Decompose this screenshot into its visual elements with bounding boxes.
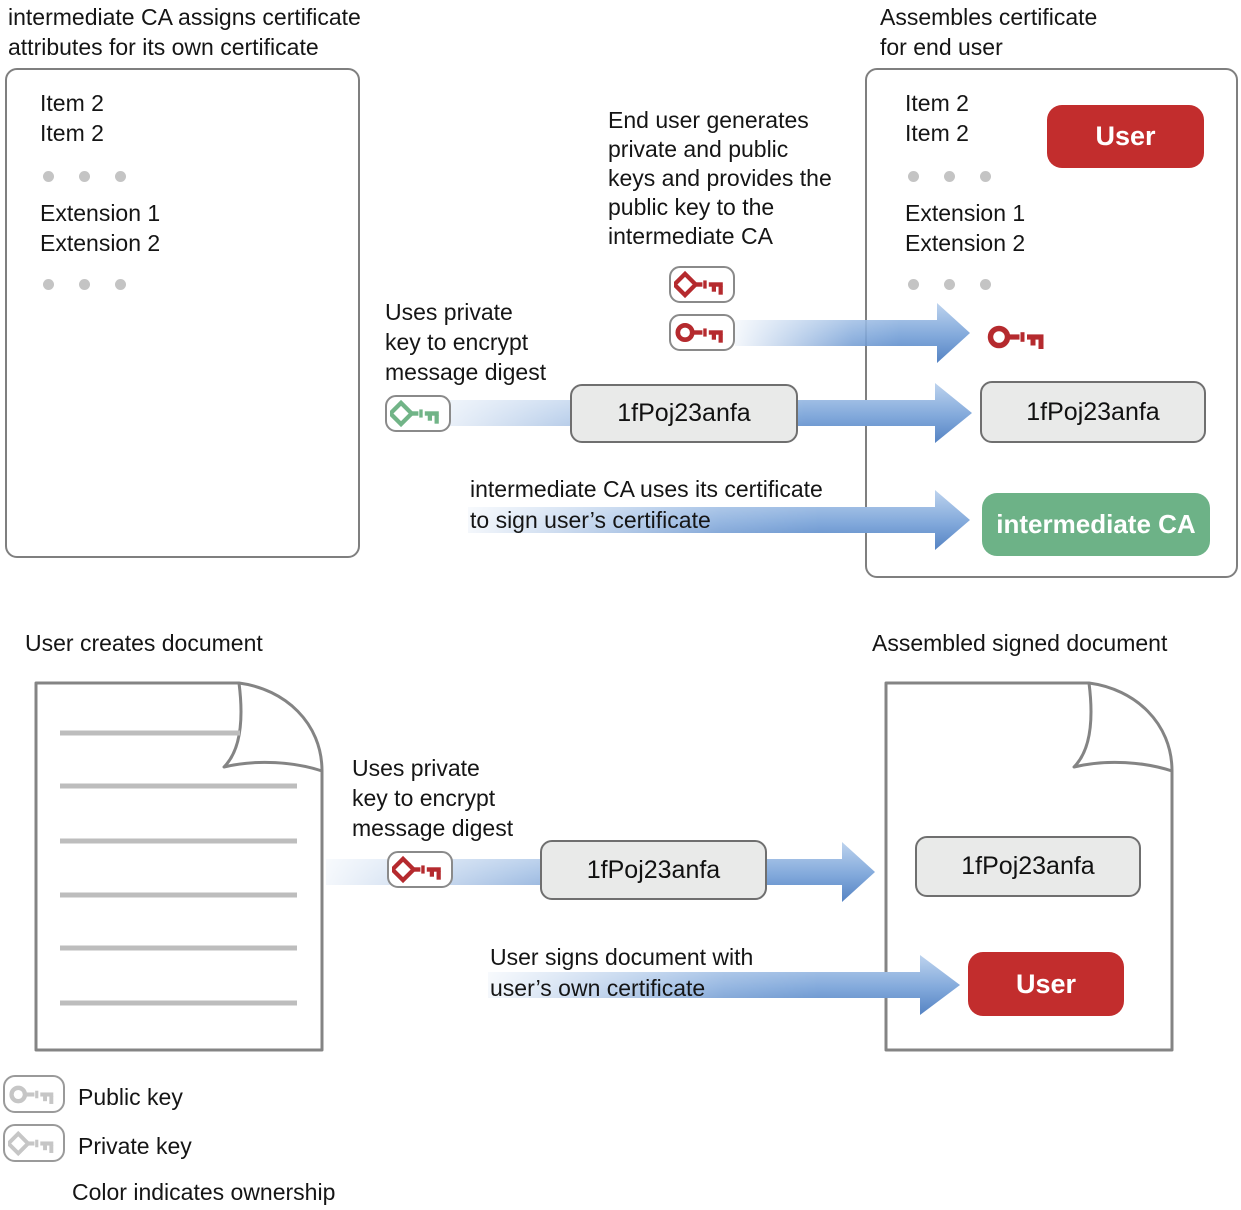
private-key-icon-box bbox=[669, 266, 735, 303]
legend-public-key-icon-box bbox=[3, 1075, 65, 1113]
uses-private-key-note: Uses private key to encrypt message dige… bbox=[385, 297, 546, 387]
private-key-icon bbox=[392, 855, 441, 884]
note-line: key to encrypt bbox=[385, 329, 529, 355]
item-row: Item 2 bbox=[905, 120, 969, 146]
extension-row: Extension 2 bbox=[40, 230, 161, 256]
note-line: keys and provides the bbox=[608, 165, 832, 191]
note-line: public key to the bbox=[608, 194, 775, 220]
intermediate-ca-badge-label: intermediate CA bbox=[996, 509, 1196, 539]
digest-value: 1fPoj23anfa bbox=[586, 855, 721, 884]
top-right-caption: Assembles certificate for end user bbox=[880, 2, 1097, 62]
message-digest-box: 1fPoj23anfa bbox=[570, 384, 798, 443]
digest-value: 1fPoj23anfa bbox=[961, 852, 1095, 880]
user-creates-document-caption: User creates document bbox=[25, 630, 263, 656]
dot bbox=[980, 279, 991, 290]
dot bbox=[79, 279, 90, 290]
ca-signs-certificate-note: intermediate CA uses its certificate to … bbox=[470, 474, 823, 536]
note-line: key to encrypt bbox=[352, 785, 496, 811]
dot bbox=[43, 279, 54, 290]
ellipsis-dots bbox=[43, 171, 126, 182]
intermediate-ca-certificate-panel: Item 2 Item 2 Extension 1 Extension 2 bbox=[5, 68, 360, 558]
dot bbox=[115, 171, 126, 182]
ellipsis-dots bbox=[43, 279, 126, 290]
legend-color-note: Color indicates ownership bbox=[72, 1179, 336, 1205]
public-key-arrow bbox=[735, 303, 970, 363]
ellipsis-dots bbox=[908, 279, 991, 290]
certificate-extensions: Extension 1 Extension 2 bbox=[905, 198, 1025, 258]
note-line: intermediate CA bbox=[608, 223, 773, 249]
note-line: user’s own certificate bbox=[490, 975, 706, 1001]
user-signs-document-note: User signs document with user’s own cert… bbox=[490, 942, 753, 1004]
dot bbox=[908, 279, 919, 290]
user-private-key-icon-box bbox=[387, 851, 453, 888]
dot bbox=[79, 171, 90, 182]
dot bbox=[43, 171, 54, 182]
private-key-icon bbox=[390, 399, 439, 428]
user-badge: User bbox=[968, 952, 1124, 1016]
user-signature-arrow bbox=[488, 955, 960, 1015]
note-line: private and public bbox=[608, 136, 789, 162]
uses-private-key-note: Uses private key to encrypt message dige… bbox=[352, 753, 513, 843]
item-row: Item 2 bbox=[40, 90, 104, 116]
note-line: to sign user’s certificate bbox=[470, 507, 711, 533]
message-digest-box: 1fPoj23anfa bbox=[980, 381, 1206, 443]
user-badge: User bbox=[1047, 105, 1204, 168]
caption-line: Assembles certificate bbox=[880, 4, 1098, 30]
private-key-icon bbox=[674, 270, 723, 299]
caption-line: intermediate CA assigns certificate bbox=[8, 4, 361, 30]
ca-signature-arrow bbox=[468, 490, 970, 550]
item-row: Item 2 bbox=[905, 90, 969, 116]
item-row: Item 2 bbox=[40, 120, 104, 146]
legend-public-key-label: Public key bbox=[78, 1084, 183, 1110]
user-badge-label: User bbox=[1095, 121, 1156, 151]
public-key-icon bbox=[675, 322, 723, 343]
note-line: message digest bbox=[385, 359, 547, 385]
ca-private-key-icon-box bbox=[385, 395, 451, 432]
dot bbox=[944, 171, 955, 182]
extension-row: Extension 1 bbox=[905, 200, 1026, 226]
top-left-caption: intermediate CA assigns certificate attr… bbox=[8, 2, 361, 62]
private-key-icon bbox=[8, 1130, 54, 1156]
note-line: intermediate CA uses its certificate bbox=[470, 476, 823, 502]
user-badge-label: User bbox=[1015, 968, 1077, 999]
note-line: Uses private bbox=[385, 299, 513, 325]
extension-row: Extension 2 bbox=[905, 230, 1026, 256]
note-line: message digest bbox=[352, 815, 514, 841]
document-icon bbox=[34, 681, 324, 1052]
intermediate-ca-badge: intermediate CA bbox=[982, 493, 1210, 556]
ellipsis-dots bbox=[908, 171, 991, 182]
dot bbox=[944, 279, 955, 290]
legend-private-key-icon-box bbox=[3, 1124, 65, 1162]
digest-value: 1fPoj23anfa bbox=[617, 399, 751, 427]
dot bbox=[980, 171, 991, 182]
end-user-certificate-panel: Item 2 Item 2 User Extension 1 Extension… bbox=[865, 68, 1238, 578]
dot bbox=[908, 171, 919, 182]
public-key-icon-box bbox=[669, 314, 735, 351]
extension-row: Extension 1 bbox=[40, 200, 161, 226]
certificate-items: Item 2 Item 2 bbox=[40, 88, 104, 148]
note-line: User signs document with bbox=[490, 944, 754, 970]
end-user-keys-note: End user generates private and public ke… bbox=[608, 106, 832, 251]
public-key-icon bbox=[9, 1085, 54, 1104]
caption-line: for end user bbox=[880, 34, 1003, 60]
note-line: Uses private bbox=[352, 755, 480, 781]
public-key-icon bbox=[987, 325, 1044, 349]
message-digest-box: 1fPoj23anfa bbox=[540, 840, 767, 900]
assembled-signed-document-caption: Assembled signed document bbox=[872, 630, 1168, 656]
digest-value: 1fPoj23anfa bbox=[1026, 397, 1160, 426]
message-digest-box: 1fPoj23anfa bbox=[915, 836, 1141, 897]
legend-private-key-label: Private key bbox=[78, 1133, 192, 1159]
note-line: End user generates bbox=[608, 107, 809, 133]
certificate-extensions: Extension 1 Extension 2 bbox=[40, 198, 160, 258]
dot bbox=[115, 279, 126, 290]
caption-line: attributes for its own certificate bbox=[8, 34, 319, 60]
certificate-items: Item 2 Item 2 bbox=[905, 88, 969, 148]
